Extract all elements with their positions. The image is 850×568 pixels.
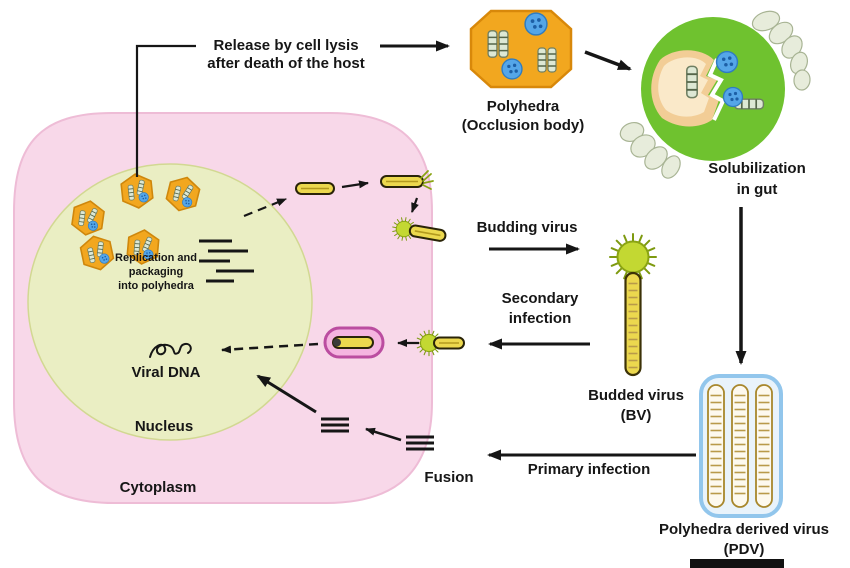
secondary-caption-line1: Secondary [502,290,579,307]
pdv-nucleocapsid-icon [731,384,749,508]
budded-virus [609,233,657,377]
viral-dna-squiggle [149,342,192,358]
gut-circle [641,17,785,161]
dissolution-edge [707,58,726,121]
budded-virus-caption-line2: (BV) [621,407,652,424]
bv-stripes [628,280,638,369]
nucleus-label: Nucleus [135,418,193,435]
polyhedra-caption-line1: Polyhedra [487,98,560,115]
gut-particle-icon [722,86,744,108]
fusion-to-nucleus-arrow [256,374,317,414]
budding-step-arrow-1 [341,180,369,189]
fusion-nucleocapsid-inner [321,417,349,433]
nucleocapsid-a [295,182,335,195]
egress-dashed-arrow [243,197,287,218]
pdv-caption-line1: Polyhedra derived virus [659,521,829,538]
pdv-caption-line2: (PDV) [724,541,765,558]
fusion-arrow-1 [365,427,402,442]
replication-caption-line3: into polyhedra [118,280,195,292]
fusion-nucleocapsid-outer [406,435,434,451]
replication-caption-line2: packaging [129,266,183,278]
polyhedra-caption-line2: (Occlusion body) [462,117,585,134]
endosome-capsid-cap [333,338,341,347]
secondary-caption-line2: infection [509,310,572,327]
occluded-particle-icon [501,58,523,80]
pdv-nucleocapsid-icon [707,384,725,508]
primary-infection-label: Primary infection [528,461,651,478]
cytoplasm-label: Cytoplasm [120,479,197,496]
viral-dna-label: Viral DNA [132,364,201,381]
solubilization-caption-line2: in gut [737,181,778,198]
nucleus [27,163,313,441]
occlusion-body [469,9,573,89]
larva-segments [619,10,811,179]
dna-fragments [199,239,254,283]
release-caption-line2: after death of the host [207,55,365,72]
nucleocapsid-b-budding [380,170,434,190]
lysis-line [135,44,196,177]
pdv-box [699,374,783,518]
replication-caption-line1: Replication and [115,252,197,264]
released-virion-icon [685,65,699,99]
gut-particle-icon [715,50,739,74]
uncoating-dashed-arrow [221,342,319,354]
dissolving-polyhedron-core [658,57,709,117]
ingestion-arrow [584,50,632,71]
budding-virus-label: Budding virus [477,219,578,236]
fusion-label: Fusion [424,469,473,486]
budded-virus-caption-line1: Budded virus [588,387,684,404]
solubilization-caption-line1: Solubilization [708,160,806,177]
scan-artifact-bar [690,559,784,568]
budding-step-arrow-2 [410,197,419,213]
occluded-particle-icon [524,12,548,36]
nucleocapsid-c-enveloped [390,215,447,243]
pdv-nucleocapsid-icon [755,384,773,508]
release-caption-line1: Release by cell lysis [213,37,358,54]
entering-virion [415,329,465,357]
endosome [323,326,385,359]
